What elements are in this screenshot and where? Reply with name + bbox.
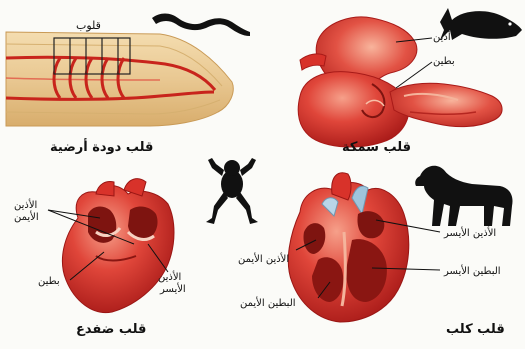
dog-silhouette-icon xyxy=(415,166,512,226)
frog-ventricle-label: بطين xyxy=(38,276,60,287)
fish-ventricle-label: بطين xyxy=(433,56,455,67)
dog-right-ventricle-label: البطين الأيمن xyxy=(240,298,296,309)
dog-heart-illustration xyxy=(288,166,512,322)
worm-caption: قلب دودة أرضية xyxy=(50,140,153,155)
frog-right-atrium-label-line2: الأيمن xyxy=(14,212,39,223)
dog-left-ventricle-label: البطين الأيسر xyxy=(444,266,501,277)
earthworm-heart-illustration xyxy=(6,14,250,127)
earthworm-silhouette-icon xyxy=(152,14,250,37)
frog-heart-body xyxy=(62,185,174,312)
dog-caption: قلب كلب xyxy=(446,322,505,337)
fish-heart-illustration xyxy=(298,8,522,147)
frog-left-atrium-label-line2: الأيسر xyxy=(160,284,186,295)
frog-left-atrium-label-line1: الأذين xyxy=(158,272,181,283)
dog-heart-body xyxy=(288,183,409,323)
frog-caption: قلب ضفدع xyxy=(76,322,146,337)
fish-atrium-label: أذين xyxy=(433,32,451,43)
frog-silhouette-icon xyxy=(206,158,258,224)
frog-heart-illustration xyxy=(48,158,258,313)
worm-heart-label: قلوب xyxy=(76,20,101,31)
frog-right-atrium-label-line1: الأذين xyxy=(14,200,37,211)
fish-ventricle xyxy=(298,72,409,147)
fish-caption: قلب سمكة xyxy=(342,140,411,155)
dog-left-atrium-label: الأذين الأيسر xyxy=(444,228,496,239)
dog-right-atrium-label: الأذين الأيمن xyxy=(238,254,289,265)
